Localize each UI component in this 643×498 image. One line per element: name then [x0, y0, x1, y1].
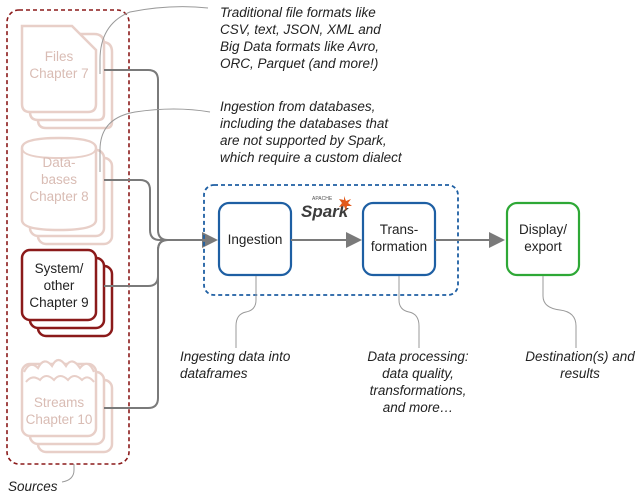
- files-source: Files Chapter 7: [20, 24, 114, 130]
- note-db-line3: are not supported by Spark,: [220, 133, 387, 148]
- note-destination-line1: Destination(s) and: [525, 349, 635, 364]
- system-label-2: other: [44, 278, 75, 293]
- note-file-formats-line2: CSV, text, JSON, XML and: [220, 22, 381, 37]
- note-processing-line1: Data processing:: [367, 349, 469, 364]
- note-ingesting-line1: Ingesting data into: [180, 349, 291, 364]
- display-export-box: [505, 201, 581, 277]
- system-label-1: System/: [35, 261, 84, 276]
- transformation-label-1: Trans-: [380, 222, 419, 237]
- transformation-label-2: formation: [371, 239, 427, 254]
- note-file-formats: Traditional file formats like CSV, text,…: [220, 5, 381, 71]
- note-file-formats-line4: ORC, Parquet (and more!): [220, 56, 378, 71]
- files-label-2: Chapter 7: [29, 66, 88, 81]
- callout-leaders: [61, 6, 577, 483]
- spark-logo-small: APACHE: [312, 196, 333, 202]
- system-label-3: Chapter 9: [29, 295, 88, 310]
- sources-group-border: [6, 9, 130, 465]
- streams-label-1: Streams: [34, 395, 85, 410]
- databases-label-3: Chapter 8: [29, 189, 88, 204]
- streams-label-2: Chapter 10: [26, 412, 93, 427]
- sources-caption: Sources: [8, 479, 58, 494]
- note-ingesting: Ingesting data into dataframes: [180, 349, 291, 381]
- note-destination-line2: results: [560, 366, 600, 381]
- databases-source: Data- bases Chapter 8: [20, 136, 114, 246]
- note-db-line2: including the databases that: [220, 116, 389, 131]
- spark-logo: APACHE Spark: [301, 196, 352, 221]
- ingestion-label: Ingestion: [228, 232, 283, 247]
- spark-logo-text: Spark: [301, 202, 350, 221]
- note-processing-line2: data quality,: [382, 366, 454, 381]
- databases-label-2: bases: [41, 172, 77, 187]
- note-processing-line3: transformations,: [370, 383, 467, 398]
- source-connectors: [104, 69, 218, 409]
- files-label-1: Files: [45, 49, 74, 64]
- note-destination: Destination(s) and results: [525, 349, 635, 381]
- note-file-formats-line3: Big Data formats like Avro,: [220, 39, 379, 54]
- note-processing-line4: and more…: [383, 400, 454, 415]
- system-source: System/ other Chapter 9: [20, 248, 114, 338]
- streams-source: Streams Chapter 10: [20, 358, 114, 454]
- note-db-line4: which require a custom dialect: [220, 150, 403, 165]
- databases-label-1: Data-: [42, 155, 75, 170]
- display-label-2: export: [524, 239, 562, 254]
- display-label-1: Display/: [519, 222, 567, 237]
- note-file-formats-line1: Traditional file formats like: [220, 5, 376, 20]
- note-processing: Data processing: data quality, transform…: [367, 349, 469, 415]
- note-db-line1: Ingestion from databases,: [220, 99, 375, 114]
- note-ingesting-line2: dataframes: [180, 366, 248, 381]
- note-db-ingestion: Ingestion from databases, including the …: [220, 99, 403, 165]
